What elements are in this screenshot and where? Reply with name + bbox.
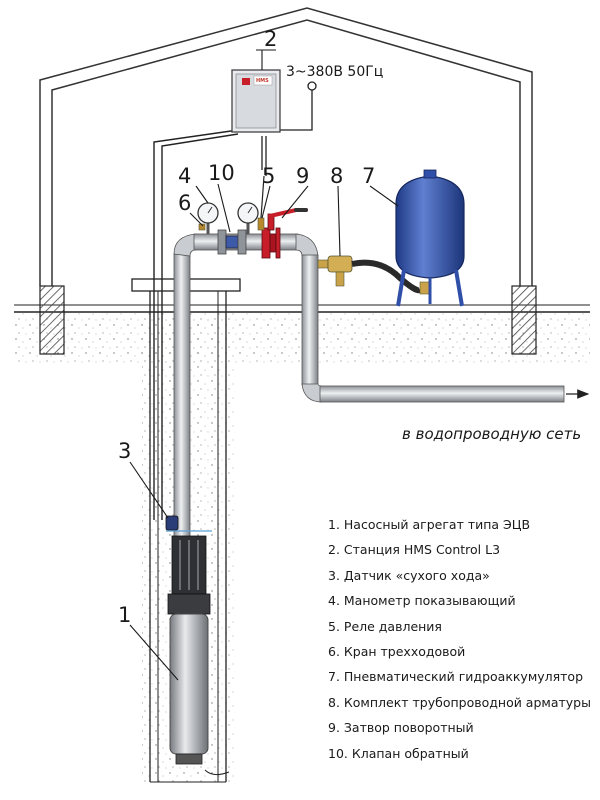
legend-list: 1. Насосный агрегат типа ЭЦВ 2. Станция H… (328, 512, 591, 766)
callout-numbers: 2 3 1 4 6 10 5 9 8 7 (118, 27, 375, 627)
fitting-kit (317, 255, 431, 295)
callout-5: 5 (262, 164, 275, 188)
pressure-gauge (197, 202, 219, 234)
legend-item: 5. Реле давления (328, 618, 442, 634)
callout-8: 8 (330, 164, 343, 188)
legend-item: 7. Пневматический гидроаккумулятор (328, 669, 584, 685)
callout-6: 6 (178, 191, 191, 215)
callout-7: 7 (362, 164, 375, 188)
control-box: HMS (231, 69, 281, 133)
callout-1: 1 (118, 603, 131, 627)
legend-item: 4. Манометр показывающий (328, 593, 516, 609)
callout-10: 10 (208, 161, 235, 185)
callout-9: 9 (296, 164, 309, 188)
legend-item: 8. Комплект трубопроводной арматуры (328, 694, 591, 710)
pipeline (173, 233, 590, 545)
power-supply-label: 3~380В 50Гц (286, 64, 383, 80)
legend-item: 3. Датчик «сухого хода» (328, 567, 490, 583)
pressure-tank (395, 169, 465, 307)
control-box-brand: HMS (256, 78, 269, 84)
foundation-blocks (39, 285, 537, 355)
callout-3: 3 (118, 439, 131, 463)
pump-unit (167, 535, 211, 765)
legend-item: 1. Насосный агрегат типа ЭЦВ (328, 517, 531, 532)
legend-item: 6. Кран трехходовой (328, 643, 466, 659)
legend-item: 2. Станция HMS Control L3 (328, 542, 501, 558)
callout-4: 4 (178, 164, 191, 188)
check-valve (217, 229, 247, 255)
legend-item: 9. Затвор поворотный (328, 720, 474, 736)
callout-2: 2 (264, 27, 277, 51)
building-frame (39, 7, 533, 286)
power-cables (153, 81, 317, 520)
legend-item: 10. Клапан обратный (328, 745, 469, 761)
dry-run-sensor (165, 515, 212, 532)
destination-label: в водопроводную сеть (402, 425, 581, 443)
pressure-switch (237, 175, 265, 234)
leader-lines (129, 49, 399, 681)
butterfly-valve (261, 208, 308, 259)
